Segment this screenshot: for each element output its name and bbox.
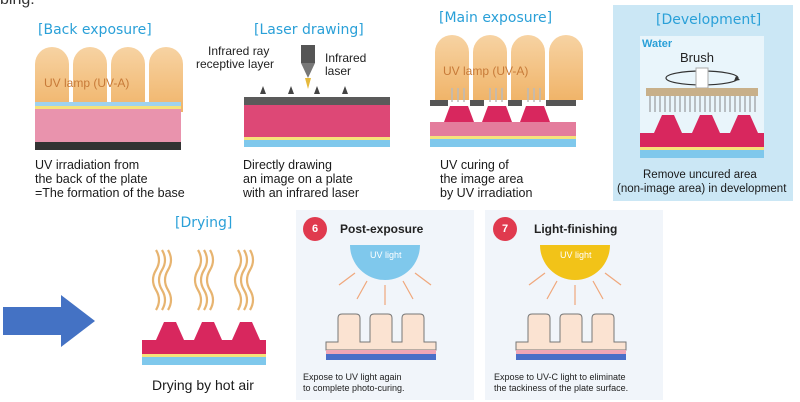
step-title: [Back exposure] xyxy=(38,22,152,38)
caption-line: Expose to UV light again xyxy=(303,372,402,382)
caption-line: (non-image area) in development xyxy=(617,183,787,195)
uv-light-icon xyxy=(338,245,432,305)
step-number-badge: 7 xyxy=(493,217,517,241)
header-partial-text: bing: xyxy=(0,0,35,9)
plate-illustration xyxy=(325,313,437,360)
light-label: UV light xyxy=(370,250,402,260)
receptive-layer-label: Infrared ray xyxy=(208,44,270,58)
plate-illustration xyxy=(142,322,266,365)
caption-line: Directly drawing xyxy=(243,158,332,172)
caption-line: Remove uncured area xyxy=(643,169,757,181)
hot-air-icon xyxy=(151,249,255,311)
step-number-badge: 6 xyxy=(303,217,327,241)
caption-line: UV curing of xyxy=(440,158,509,172)
caption-line: the back of the plate xyxy=(35,172,148,186)
caption-line: the image area xyxy=(440,172,524,186)
receptive-layer-label: receptive layer xyxy=(196,57,275,71)
water-label: Water xyxy=(642,38,673,50)
caption-line: with an infrared laser xyxy=(243,186,360,200)
light-label: UV light xyxy=(560,250,592,260)
brush-label: Brush xyxy=(680,50,714,65)
caption-line: Drying by hot air xyxy=(152,377,254,393)
lamp-label: UV lamp (UV-A) xyxy=(44,76,130,90)
laser-head-icon xyxy=(301,45,315,89)
caption-line: to complete photo-curing. xyxy=(303,383,405,393)
laser-marks xyxy=(260,86,348,94)
lamp-label: UV lamp (UV-A) xyxy=(443,64,529,78)
brush-icon xyxy=(646,67,758,112)
step-title: Post-exposure xyxy=(340,222,424,236)
uv-lamp-icon xyxy=(435,35,583,100)
infrared-laser-label: Infrared xyxy=(325,51,367,65)
flow-arrow-icon xyxy=(3,295,95,347)
caption-line: the tackiness of the plate surface. xyxy=(494,383,629,393)
plate-illustration xyxy=(35,102,181,150)
light-finishing-panel-bg xyxy=(485,210,663,400)
plate-illustration xyxy=(430,88,576,147)
plate-illustration xyxy=(244,97,390,147)
step-title: [Development] xyxy=(656,12,762,28)
step-title: Light-finishing xyxy=(534,222,618,236)
plate-illustration xyxy=(515,313,627,360)
step-title: [Laser drawing] xyxy=(254,22,364,38)
uvc-light-icon xyxy=(528,245,622,305)
step-title: [Drying] xyxy=(175,215,233,231)
caption-line: Expose to UV-C light to eliminate xyxy=(494,372,626,382)
caption-line: =The formation of the base xyxy=(35,186,185,200)
caption-line: an image on a plate xyxy=(243,172,353,186)
uv-lamp-icon xyxy=(35,47,183,112)
caption-line: UV irradiation from xyxy=(35,158,140,172)
infrared-laser-label: laser xyxy=(325,64,352,78)
step-title: [Main exposure] xyxy=(439,10,553,26)
plate-illustration xyxy=(640,115,764,158)
caption-line: by UV irradiation xyxy=(440,186,533,200)
